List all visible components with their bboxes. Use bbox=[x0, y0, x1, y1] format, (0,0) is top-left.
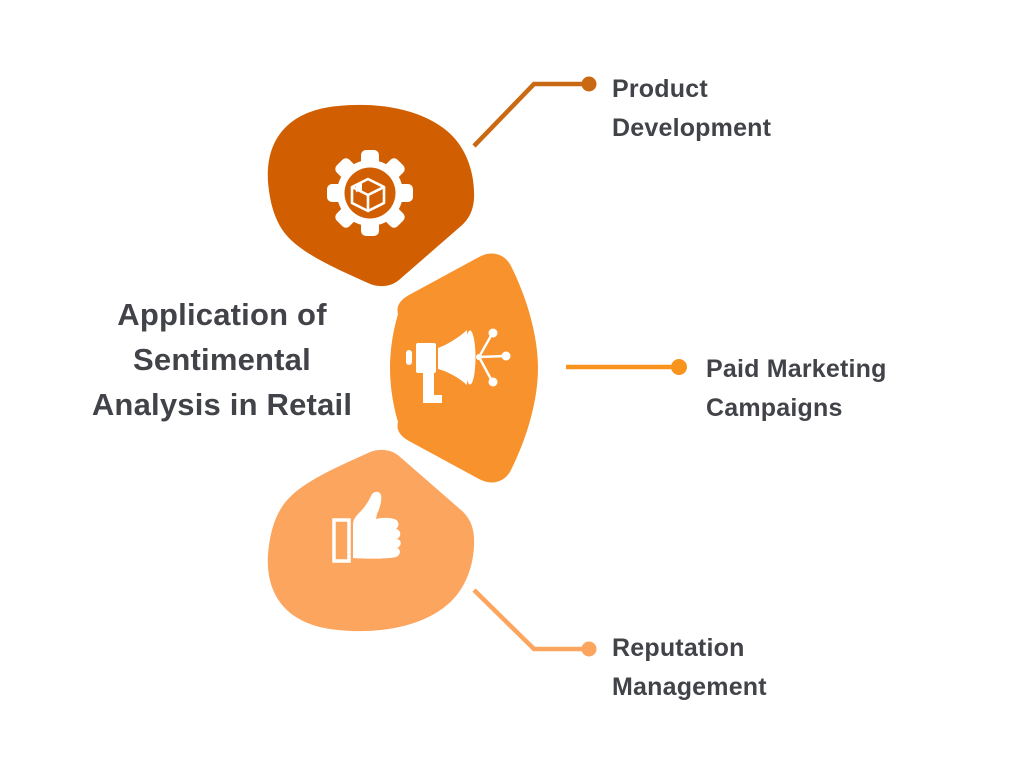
diagram-title: Application of Sentimental Analysis in R… bbox=[60, 292, 384, 427]
title-line: Sentimental bbox=[133, 342, 311, 377]
connector-dot bbox=[581, 76, 597, 92]
connector-dot bbox=[581, 641, 597, 657]
package-box-glyph bbox=[350, 177, 386, 213]
label-line: Campaigns bbox=[706, 394, 843, 422]
connector-reputation-management bbox=[472, 588, 597, 657]
title-line: Application of bbox=[117, 297, 327, 332]
label-reputation-management: Reputation Management bbox=[612, 629, 767, 707]
gear-package-icon bbox=[327, 150, 413, 236]
label-line: Paid Marketing bbox=[706, 355, 887, 383]
title-line: Analysis in Retail bbox=[91, 387, 353, 422]
megaphone-share-icon bbox=[406, 328, 511, 403]
label-line: Development bbox=[612, 114, 772, 142]
label-line: Product bbox=[612, 75, 708, 103]
label-line: Management bbox=[612, 673, 767, 701]
thumbs-up-icon bbox=[332, 491, 401, 563]
package-tape bbox=[356, 181, 362, 193]
label-product-development: Product Development bbox=[612, 70, 771, 148]
connector-dot bbox=[671, 359, 687, 375]
label-line: Reputation bbox=[612, 634, 745, 662]
connector-paid-marketing bbox=[566, 359, 687, 375]
connector-product-development bbox=[472, 76, 597, 148]
label-paid-marketing-campaigns: Paid Marketing Campaigns bbox=[706, 350, 887, 428]
